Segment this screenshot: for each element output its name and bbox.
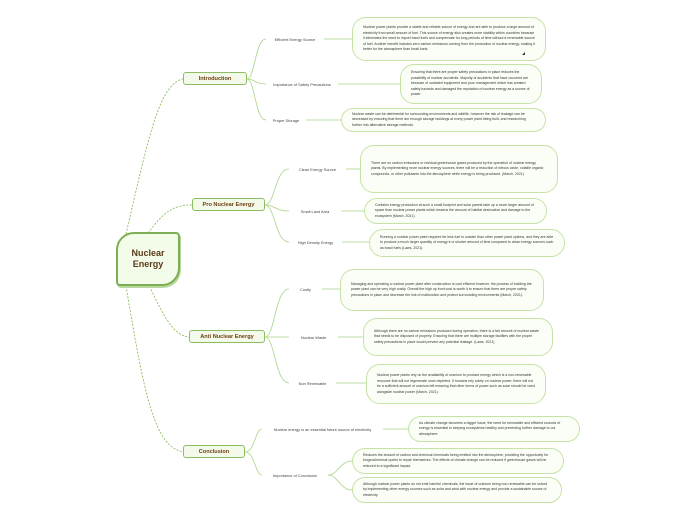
note-text: Running a nuclear power plant required f… (380, 234, 554, 250)
subtopic-nuclear-waste[interactable]: Nuclear Waste (289, 333, 338, 341)
note-text: Nuclear power plants rely on the availab… (377, 373, 535, 394)
subtopic-importance-of-safety-precautions[interactable]: Importance of Safety Precautions (266, 80, 338, 88)
topic-introduction[interactable]: Introduction (183, 72, 247, 85)
subtopic-label: High Density Energy (297, 239, 334, 245)
note-importance-of-conclusion-2[interactable]: Although nuclear power plants do not emi… (352, 477, 562, 503)
note-text: Although there are no carbon emissions p… (374, 328, 539, 344)
note-text: There are no carbon emissions or residua… (371, 160, 544, 176)
note-text: Ensuring that there are proper safety pr… (411, 70, 530, 97)
note-text: Nuclear power plants provide a stable an… (363, 25, 535, 52)
note-importance-of-conclusion-1[interactable]: Reduces the amount of carbon and chemica… (352, 448, 564, 474)
topic-pro-nuclear-energy[interactable]: Pro Nuclear Energy (192, 198, 265, 211)
subtopic-label: Clean Energy Source (299, 166, 336, 172)
note-non-renewable[interactable]: Nuclear power plants rely on the availab… (366, 364, 546, 404)
note-text: Managing and operating a nuclear power p… (351, 281, 532, 297)
note-text: Nuclear waste can be detrimental for sur… (352, 111, 526, 127)
subtopic-label: Small Land Area (300, 208, 330, 214)
subtopic-clean-energy-source[interactable]: Clean Energy Source (289, 165, 346, 173)
subtopic-label: Importance of Conclusion (272, 472, 318, 478)
subtopic-label: Non Renewable (298, 380, 327, 386)
subtopic-label: Proper Storage (272, 117, 300, 123)
subtopic-non-renewable[interactable]: Non Renewable (289, 379, 336, 387)
root-topic[interactable]: Nuclear Energy (116, 232, 180, 286)
note-high-density-energy[interactable]: Running a nuclear power plant required f… (369, 229, 565, 257)
note-text: Although nuclear power plants do not emi… (363, 481, 548, 497)
note-text: As climate change becomes a bigger issue… (419, 420, 561, 436)
subtopic-small-land-area[interactable]: Small Land Area (289, 207, 341, 215)
note-small-land-area[interactable]: Contains energy production at such a sma… (364, 198, 547, 224)
topic-label: Anti Nuclear Energy (200, 333, 254, 340)
note-nuclear-waste[interactable]: Although there are no carbon emissions p… (363, 318, 553, 356)
root-title: Nuclear Energy (131, 248, 165, 269)
note-importance-of-safety-precautions[interactable]: Ensuring that there are proper safety pr… (400, 64, 542, 104)
subtopic-importance-of-conclusion[interactable]: Importance of Conclusion (262, 471, 328, 479)
subtopic-label: Importance of Safety Precautions (273, 81, 331, 87)
topic-label: Introduction (198, 75, 232, 82)
note-efficient-energy-source[interactable]: Nuclear power plants provide a stable an… (352, 17, 546, 61)
subtopic-proper-storage[interactable]: Proper Storage (266, 116, 306, 124)
note-costly[interactable]: Managing and operating a nuclear power p… (340, 269, 544, 311)
topic-label: Conclusion (198, 448, 230, 455)
subtopic-label: Costly (300, 286, 311, 292)
subtopic-high-density-energy[interactable]: High Density Energy (289, 238, 342, 246)
subtopic-label: Efficient Energy Source (274, 36, 316, 42)
topic-label: Pro Nuclear Energy (202, 201, 255, 208)
resize-handle-icon[interactable] (522, 52, 525, 55)
subtopic-costly[interactable]: Costly (289, 285, 322, 293)
note-nuclear-energy-essential[interactable]: As climate change becomes a bigger issue… (408, 416, 580, 442)
subtopic-efficient-energy-source[interactable]: Efficient Energy Source (266, 35, 324, 43)
topic-anti-nuclear-energy[interactable]: Anti Nuclear Energy (189, 330, 265, 343)
subtopic-nuclear-energy-essential[interactable]: Nuclear energy is an essential future so… (262, 425, 383, 433)
note-clean-energy-source[interactable]: There are no carbon emissions or residua… (360, 145, 558, 193)
note-text: Contains energy production at such a sma… (375, 202, 534, 218)
note-proper-storage[interactable]: Nuclear waste can be detrimental for sur… (341, 108, 546, 132)
note-text: Reduces the amount of carbon and chemica… (363, 452, 549, 468)
topic-conclusion[interactable]: Conclusion (183, 445, 245, 458)
subtopic-label: Nuclear Waste (300, 334, 327, 340)
subtopic-label: Nuclear energy is an essential future so… (273, 426, 372, 432)
